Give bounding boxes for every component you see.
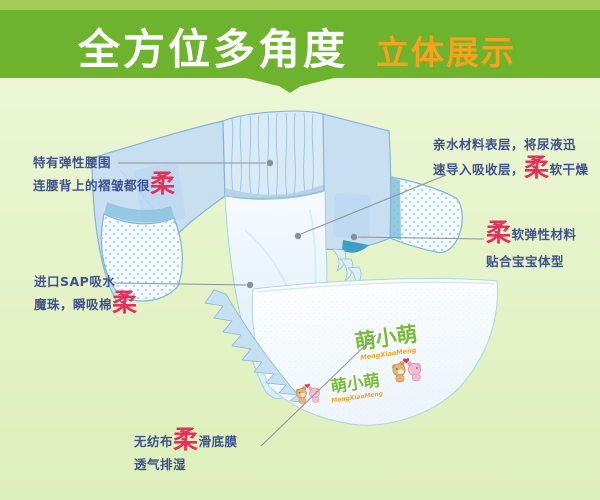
callout-waistband-line2: 连腰背上的褶皱都很: [33, 177, 151, 193]
callout-side-elastic-line1: 软弹性材料: [511, 226, 577, 242]
left-tape-patch: [134, 163, 186, 225]
callout-side-elastic-line2: 贴合宝宝体型: [486, 253, 565, 269]
callout-sap-line1: 进口SAP吸水: [34, 273, 116, 289]
leader-dot-side-elastic: [350, 233, 358, 241]
page-subtitle: 立体展示: [376, 33, 516, 72]
callout-side-elastic: 柔 软弹性材料 贴合宝宝体型: [486, 218, 577, 270]
callout-backsheet-line1-pre: 无纺布: [134, 433, 174, 449]
leader-dot-sap: [246, 281, 254, 289]
callout-backsheet-accent: 柔: [173, 424, 199, 454]
leader-dot-waistband: [266, 159, 274, 167]
leader-lines: [114, 162, 485, 447]
header-banner: [0, 10, 600, 78]
left-wing: [100, 202, 183, 302]
waistband: [222, 110, 326, 199]
leg-ruffles-left: [204, 289, 306, 403]
callout-waistband-accent: 柔: [150, 168, 176, 198]
callout-topsheet-line2-pre: 速导入吸收层，: [433, 161, 525, 177]
header-top-strip: [0, 0, 600, 10]
leader-dot-topsheet: [294, 232, 302, 240]
leader-dots: [246, 159, 358, 289]
callout-sap-accent: 柔: [112, 287, 138, 317]
callout-sap: 进口SAP吸水 魔珠，瞬吸棉 柔: [34, 271, 138, 317]
callout-side-elastic-accent: 柔: [486, 217, 512, 247]
callout-topsheet-line2-post: 软干燥: [549, 161, 589, 177]
right-back-panel: [322, 113, 392, 251]
right-wing: [384, 175, 463, 254]
callout-topsheet-line1: 亲水材料表层，将尿液迅: [433, 137, 577, 152]
callout-waistband-line1: 特有弹性腰围: [33, 154, 112, 170]
callout-sap-line2: 魔珠，瞬吸棉: [34, 296, 113, 312]
callout-waistband: 特有弹性腰围 连腰背上的褶皱都很 柔: [33, 152, 176, 198]
waistband-pleats: [231, 112, 314, 197]
leader-line-side-elastic: [357, 236, 485, 240]
right-tape-patch: [333, 193, 371, 239]
callout-topsheet-accent: 柔: [524, 152, 550, 182]
callout-backsheet-line2: 透气排湿: [134, 456, 187, 472]
callout-topsheet: 亲水材料表层，将尿液迅 速导入吸收层， 柔 软干燥: [433, 134, 589, 183]
leader-line-sap: [114, 282, 247, 286]
page-title: 全方位多角度: [78, 25, 349, 74]
leader-line-backsheet: [260, 334, 377, 447]
callout-backsheet: 无纺布 柔 滑底膜 透气排湿: [134, 426, 238, 472]
leader-line-topsheet: [300, 174, 447, 235]
brand-logo-large: 萌小萌 MengXiaoMeng: [352, 320, 421, 361]
callout-backsheet-line1-post: 滑底膜: [198, 433, 238, 449]
left-wing-fold-edge: [104, 202, 174, 223]
